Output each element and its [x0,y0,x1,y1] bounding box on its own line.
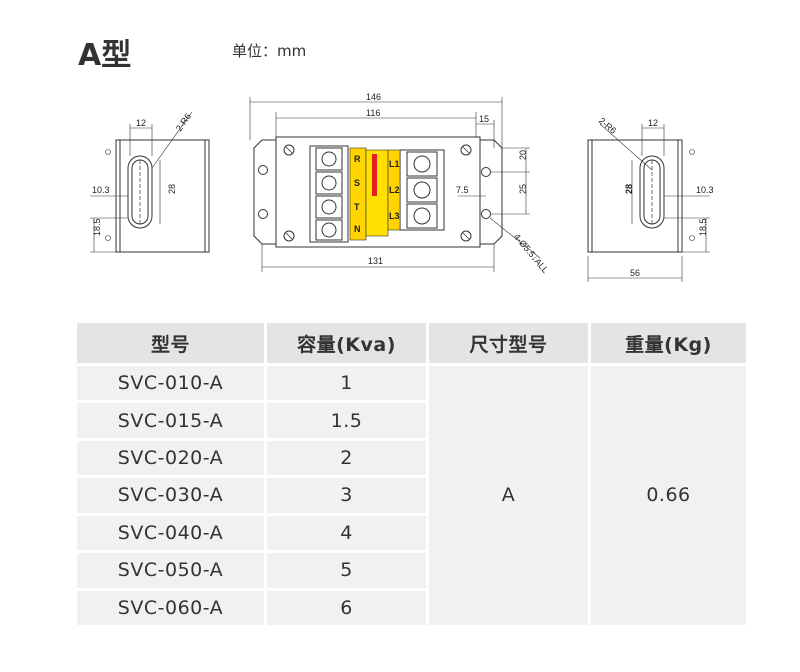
front-dim-146: 146 [366,92,381,102]
front-dim-7-5: 7.5 [456,185,469,195]
terminal-l2: L2 [389,185,400,195]
table-row-capacity: 5 [267,550,429,588]
table-row-capacity: 4 [267,512,429,551]
table-row-model: SVC-020-A [77,437,267,476]
terminal-r: R [354,154,361,164]
table-row-model: SVC-050-A [77,550,267,588]
front-dim-holes: 4-Ø5.5↓ALL [512,232,551,275]
terminal-n: N [354,224,361,234]
table-row-model: SVC-015-A [77,400,267,438]
technical-drawing: 12 2-R6 10.3 28 18.5 [90,92,714,282]
front-dim-116: 116 [366,108,380,118]
table-row-model: SVC-010-A [77,363,267,401]
terminal-l1: L1 [389,159,400,169]
header-weight: 重量(Kg) [591,323,746,363]
unit-label: 单位：mm [232,42,307,60]
right-dim-28: 28 [624,184,634,194]
table-row-capacity: 6 [267,587,429,625]
front-view [249,97,541,272]
table-row-capacity: 1 [267,363,429,401]
header-model: 型号 [77,323,267,363]
terminal-t: T [354,202,360,212]
left-side-view [90,111,210,253]
size-type-cell: A [429,363,591,625]
right-dim-12: 12 [648,118,658,128]
table-row-model: SVC-030-A [77,475,267,513]
right-dim-18-5: 18.5 [698,218,708,236]
table-row-capacity: 3 [267,475,429,513]
right-dim-r6: 2-R6 [597,116,618,136]
terminal-l3: L3 [389,211,400,221]
table-row-capacity: 1.5 [267,400,429,438]
page-title: A型 [78,38,132,73]
table-row-model: SVC-060-A [77,587,267,625]
header-capacity: 容量(Kva) [267,323,429,363]
right-dim-56: 56 [630,268,640,278]
header-size-type: 尺寸型号 [429,323,591,363]
output-label-strip [387,149,401,231]
spec-table: 型号 容量(Kva) 尺寸型号 重量(Kg) SVC-010-A 1 SVC-0… [77,323,746,625]
left-dim-18-5: 18.5 [92,218,102,236]
left-dim-10-3: 10.3 [92,185,110,195]
right-side-view [587,123,710,282]
front-dim-20: 20 [518,150,528,160]
left-dim-12: 12 [136,118,146,128]
weight-cell: 0.66 [591,363,746,625]
terminal-s: S [354,178,360,188]
front-dim-25: 25 [518,184,528,194]
table-row-capacity: 2 [267,437,429,476]
front-dim-131: 131 [368,256,383,266]
right-dim-10-3: 10.3 [696,185,714,195]
table-row-model: SVC-040-A [77,512,267,551]
left-dim-28: 28 [167,184,177,194]
front-dim-15: 15 [479,114,489,124]
